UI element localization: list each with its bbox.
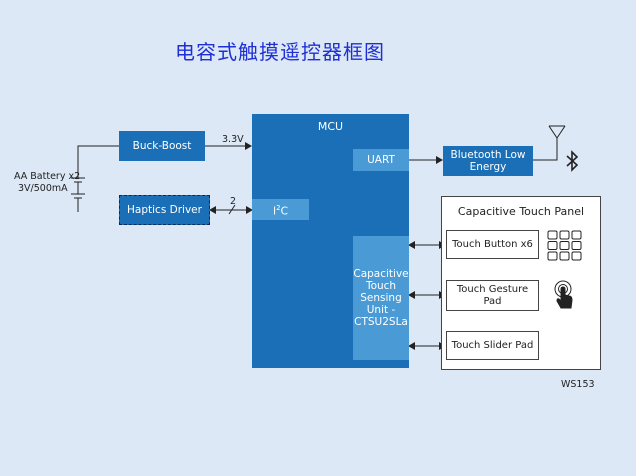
ctsu-block: Capacitive Touch Sensing Unit - CTSU2SLa — [353, 236, 409, 360]
diagram-title: 电容式触摸遥控器框图 — [175, 40, 385, 64]
i2c-block: I2C — [252, 199, 309, 220]
antenna-icon — [548, 125, 566, 139]
diagram-code: WS153 — [561, 379, 595, 390]
bus-width-label: 2 — [230, 196, 237, 207]
touch-panel-title: Capacitive Touch Panel — [457, 205, 585, 218]
bluetooth-icon — [566, 150, 579, 172]
mcu-label: MCU — [317, 120, 344, 133]
voltage-label: 3.3V — [222, 134, 244, 145]
buck-boost-block: Buck-Boost — [119, 131, 205, 161]
touch-button-box: Touch Button x6 — [446, 230, 539, 259]
touch-slider-box: Touch Slider Pad — [446, 331, 539, 360]
touch-gesture-box: Touch Gesture Pad — [446, 280, 539, 311]
bus-slash — [228, 204, 236, 215]
i2c-sup: 2 — [276, 203, 281, 212]
i2c-label: I2C — [273, 202, 288, 218]
i2c-suffix: C — [280, 205, 288, 218]
uart-block: UART — [353, 149, 409, 171]
battery-spec: 3V/500mA — [18, 183, 68, 194]
battery-to-buck-wire — [77, 145, 119, 168]
touch-hand-icon — [554, 280, 573, 309]
battery-label: AA Battery x2 — [14, 171, 81, 182]
i2c-prefix: I — [273, 205, 277, 218]
haptics-driver-block: Haptics Driver — [119, 195, 210, 225]
bt-antenna-wire — [533, 138, 558, 161]
keypad-grid-icon — [547, 230, 582, 261]
bluetooth-block: Bluetooth Low Energy — [443, 146, 533, 176]
